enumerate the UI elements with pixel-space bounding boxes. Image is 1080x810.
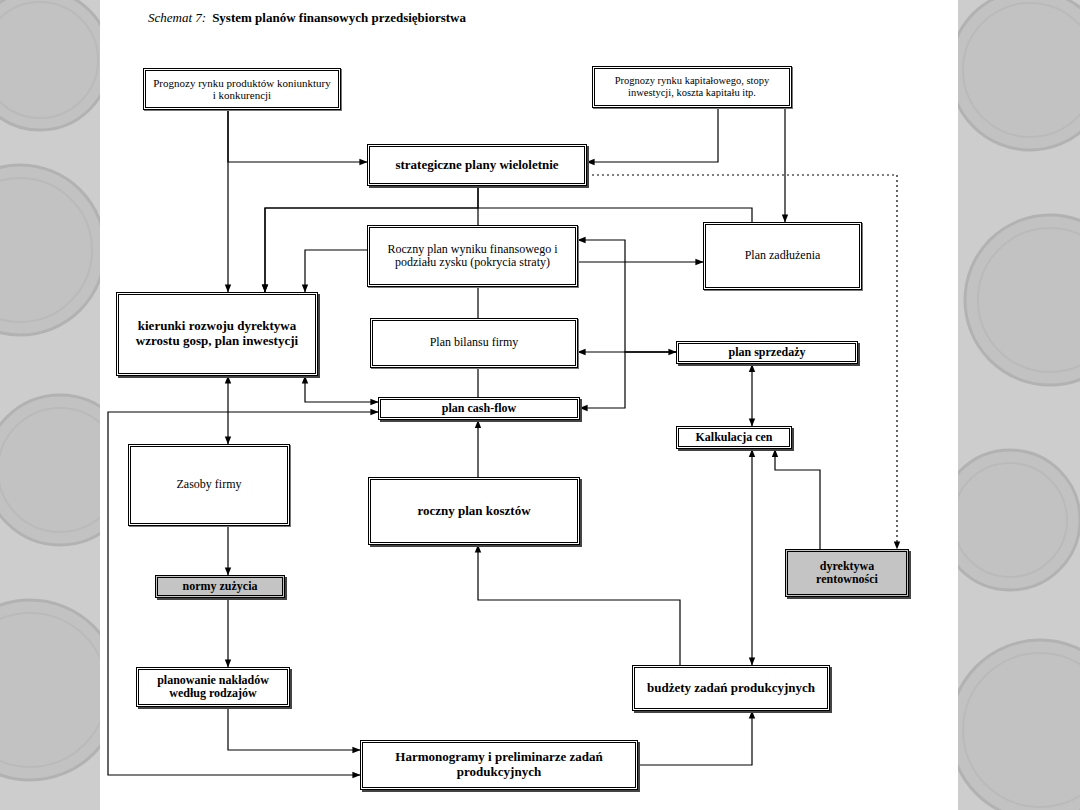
box-text: Zasoby firmy [177, 478, 242, 491]
coin-rim [978, 228, 1080, 372]
box-text: roczny plan kosztów [417, 504, 530, 519]
coin [950, 640, 1080, 810]
connector [265, 208, 752, 292]
box-text: planowanie nakładów według rodzajów [144, 674, 282, 701]
connector [227, 110, 228, 292]
box-text: Plan zadłużenia [745, 249, 821, 262]
process-box: dyrektywa rentowności [785, 549, 909, 597]
process-box: strategiczne plany wieloletnie [367, 144, 587, 186]
diagram-heading: Schemat 7: System planów finansowych prze… [148, 10, 466, 26]
process-box: Roczny plan wyniku finansowego i podział… [367, 225, 578, 287]
process-box: Prognozy rynku kapitałowego, stopy inwes… [592, 66, 792, 108]
process-box: budżety zadań produkcyjnych [632, 665, 830, 711]
connector [227, 526, 228, 575]
coin-rim [0, 2, 98, 118]
box-text: dyrektywa rentowności [793, 560, 901, 587]
coin [0, 165, 105, 335]
box-text: Prognozy rynku kapitałowego, stopy inwes… [600, 75, 784, 99]
figure-number: Schemat 7: [148, 10, 206, 26]
process-box: Plan zadłużenia [703, 222, 862, 290]
coin [0, 0, 110, 130]
connector [108, 412, 378, 775]
box-text: budżety zadań produkcyjnych [647, 681, 815, 696]
connector [775, 449, 820, 549]
connector [477, 287, 478, 318]
coin [965, 215, 1080, 385]
coin-rim [0, 178, 92, 322]
connector [578, 240, 676, 352]
connector [638, 711, 752, 765]
box-text: kierunki rozwoju dyrektywa wzrostu gosp,… [124, 319, 310, 348]
connector [478, 545, 680, 665]
process-box: normy zużycia [155, 575, 285, 598]
box-text: Prognozy rynku produktów koniunktury i k… [151, 77, 333, 102]
box-text: plan cash-flow [442, 402, 516, 415]
process-box: planowanie nakładów według rodzajów [136, 667, 290, 707]
process-box: kierunki rozwoju dyrektywa wzrostu gosp,… [116, 292, 318, 376]
coin-rim [963, 653, 1080, 807]
box-text: normy zużycia [183, 580, 258, 593]
coin-rim [953, 463, 1067, 577]
coin [950, 0, 1080, 150]
connector [305, 250, 367, 292]
process-box: Harmonogramy i preliminarze zadań produk… [360, 740, 638, 790]
process-box: Kalkulacja cen [676, 426, 792, 449]
box-text: plan sprzedaży [728, 346, 805, 359]
coin-rim [963, 3, 1080, 137]
process-box: roczny plan kosztów [368, 477, 580, 545]
connector [227, 598, 228, 667]
connector [305, 376, 378, 402]
connector [477, 368, 478, 397]
connector [228, 110, 367, 162]
white-panel [100, 0, 958, 810]
connector [578, 261, 703, 262]
connector [587, 175, 897, 549]
connector [477, 420, 478, 477]
box-text: strategiczne plany wieloletnie [395, 158, 558, 173]
coin [940, 450, 1080, 590]
box-text: Plan bilansu firmy [430, 336, 519, 349]
connector [587, 108, 718, 162]
connector [227, 376, 228, 444]
coin-rim [0, 613, 107, 767]
connector [784, 108, 785, 222]
process-box: plan sprzedaży [676, 341, 858, 364]
connector [580, 352, 676, 408]
connector [228, 707, 360, 750]
process-box: Prognozy rynku produktów koniunktury i k… [143, 68, 341, 110]
box-text: Roczny plan wyniku finansowego i podział… [375, 243, 570, 270]
box-text: Harmonogramy i preliminarze zadań produk… [368, 750, 630, 779]
diagram-title: System planów finansowych przedsiębiorst… [212, 10, 466, 26]
connector [751, 449, 752, 665]
process-box: Plan bilansu firmy [370, 318, 578, 368]
box-text: Kalkulacja cen [696, 431, 773, 444]
connector [751, 364, 752, 426]
process-box: Zasoby firmy [128, 444, 290, 526]
process-box: plan cash-flow [378, 397, 580, 420]
